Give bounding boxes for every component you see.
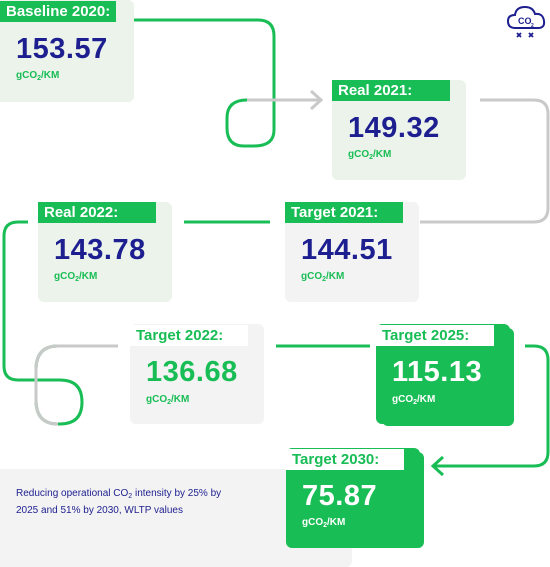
label-baseline-2020: Baseline 2020: (0, 1, 117, 22)
connector-real-2021-to-target-2021 (420, 98, 550, 224)
label-target-2022: Target 2022: (130, 325, 248, 346)
unit-target-2025: gCO2/KM (392, 394, 436, 406)
connector-baseline-to-real-2021 (118, 18, 320, 148)
value-baseline-2020: 153.57 (16, 33, 108, 65)
value-target-2025: 115.13 (392, 356, 483, 388)
arrow-head-target-2030 (430, 455, 445, 477)
label-real-2021: Real 2021: (332, 80, 450, 101)
unit-target-2021: gCO2/KM (301, 271, 345, 283)
value-target-2030: 75.87 (302, 480, 378, 512)
value-target-2021: 144.51 (301, 234, 393, 266)
label-target-2021: Target 2021: (285, 202, 403, 223)
co2-icon-subscript: 2 (531, 23, 534, 29)
note-text: Reducing operational CO2 intensity by 25… (16, 488, 222, 516)
connector-target-2025-to-target-2030 (434, 344, 550, 468)
unit-target-2022: gCO2/KM (146, 394, 190, 406)
unit-baseline-2020: gCO2/KM (16, 70, 60, 82)
arrow-head-real-2021 (309, 89, 324, 111)
value-real-2021: 149.32 (348, 112, 440, 144)
unit-target-2030: gCO2/KM (302, 517, 346, 529)
label-real-2022: Real 2022: (38, 202, 156, 223)
co2-icon-text: CO (518, 16, 532, 26)
unit-real-2022: gCO2/KM (54, 271, 98, 283)
value-target-2022: 136.68 (146, 356, 238, 388)
co2-cloud-icon: CO 2 (506, 5, 546, 38)
label-target-2025: Target 2025: (376, 325, 494, 346)
value-real-2022: 143.78 (54, 234, 146, 266)
label-target-2030: Target 2030: (286, 449, 404, 470)
unit-real-2021: gCO2/KM (348, 149, 392, 161)
